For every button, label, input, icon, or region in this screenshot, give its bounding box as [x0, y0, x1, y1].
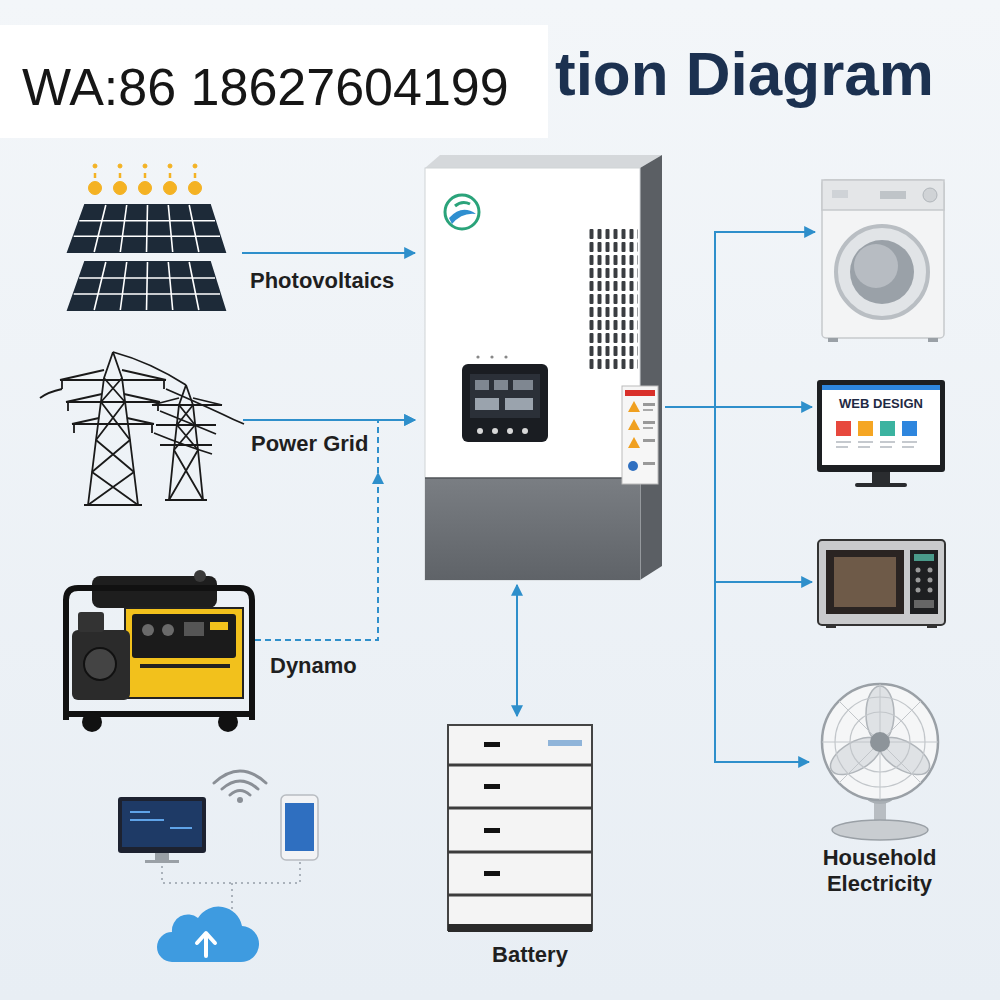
- watermark-text: WA:86 18627604199: [22, 58, 509, 118]
- diagram-title: tion Diagram: [555, 38, 934, 109]
- node-label: Battery: [446, 942, 614, 967]
- washing-machine-node: [818, 175, 948, 343]
- hybrid-inverter: [425, 155, 662, 580]
- connector-arrow: [665, 407, 809, 762]
- watermark-box: [0, 25, 548, 138]
- connector-arrow: [665, 407, 812, 582]
- node-label: WEB DESIGN: [815, 397, 947, 412]
- generator: [66, 570, 252, 732]
- battery-cabinet: [448, 725, 592, 932]
- microwave-oven: [818, 540, 945, 628]
- node-label: Power Grid: [251, 431, 368, 456]
- solar-panel-node: Photovoltaics: [58, 160, 230, 315]
- solar-panel: [68, 205, 225, 310]
- inverter-node: [418, 152, 665, 582]
- microwave-node: [815, 537, 948, 629]
- monitor-node: WEB DESIGN: [815, 378, 947, 488]
- battery-node: Battery: [446, 722, 594, 932]
- power-grid-node: Power Grid: [55, 345, 243, 510]
- sun-symbol: [89, 164, 202, 195]
- node-label: Household Electricity: [807, 845, 952, 898]
- node-label: Photovoltaics: [250, 268, 394, 293]
- connector-arrow: [516, 585, 518, 716]
- washing-machine: [822, 180, 944, 342]
- connector-arrow: [665, 232, 815, 407]
- electric-fan: [822, 684, 938, 840]
- node-label: Dynamo: [270, 653, 357, 678]
- monitoring-devices: [118, 771, 318, 962]
- fan-node: Household Electricity: [812, 678, 947, 843]
- generator-node: Dynamo: [58, 568, 255, 728]
- connector-arrow: [242, 252, 415, 254]
- power-tower: [40, 352, 244, 505]
